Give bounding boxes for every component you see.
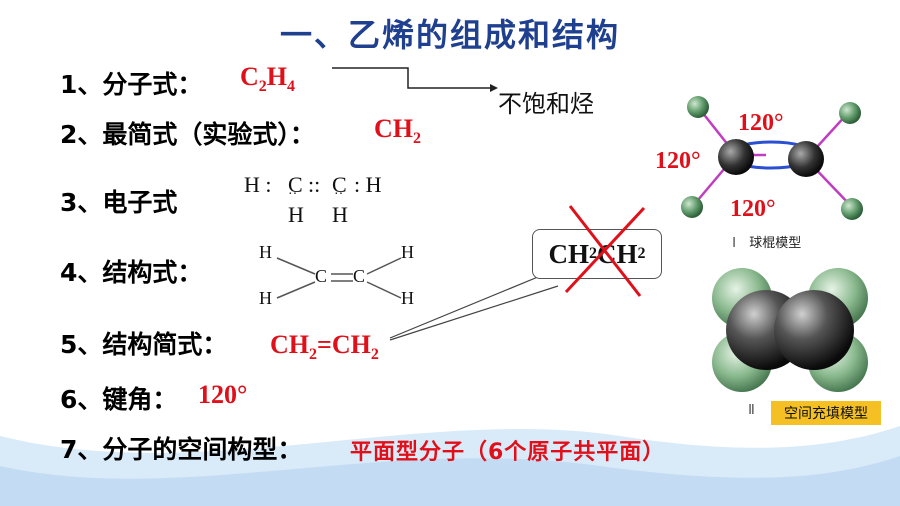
item-7-label: 7、分子的空间构型： bbox=[60, 435, 303, 464]
molecular-shape: 平面型分子（6个原子共平面） bbox=[350, 440, 666, 465]
electron-c1: C bbox=[288, 172, 303, 197]
item-4-label: 4、结构式： bbox=[60, 258, 203, 287]
electron-dots-2: ·· bbox=[334, 187, 344, 202]
model-angle-bottom: 120° bbox=[730, 196, 776, 222]
electron-formula: H : C :: C : H ·· ·· H H bbox=[244, 172, 404, 230]
item-3-label: 3、电子式 bbox=[60, 188, 178, 217]
electron-h-right: : H bbox=[354, 172, 382, 197]
slide-title: 一、乙烯的组成和结构 bbox=[279, 16, 620, 54]
electron-h-left: H : bbox=[244, 172, 272, 197]
unsaturated-note: 不饱和烃 bbox=[498, 90, 594, 118]
ball-stick-caption: Ⅰ 球棍模型 bbox=[732, 232, 801, 252]
struct-h3: H bbox=[401, 242, 414, 262]
caption-roman-1: Ⅰ bbox=[732, 236, 737, 251]
item-5-label: 5、结构简式： bbox=[60, 330, 228, 359]
molecular-formula: C2H4 bbox=[240, 62, 296, 96]
unsaturated-arrow bbox=[332, 67, 498, 92]
electron-h-below-2: H bbox=[332, 202, 348, 227]
electron-dots-1: ·· bbox=[288, 187, 298, 202]
item-1-label: 1、分子式： bbox=[60, 70, 203, 99]
space-filling-model bbox=[712, 268, 868, 392]
model-angle-left: 120° bbox=[655, 148, 701, 174]
bond-angle-value: 120° bbox=[198, 380, 248, 409]
struct-h4: H bbox=[401, 288, 414, 308]
condensed-formula: CH2=CH2 bbox=[270, 330, 379, 364]
cross-mark-icon bbox=[564, 205, 646, 297]
struct-h2: H bbox=[259, 288, 272, 308]
simplest-formula: CH2 bbox=[374, 114, 421, 148]
caption-text-1: 球棍模型 bbox=[749, 236, 802, 251]
structural-formula: H H C C H H bbox=[255, 240, 425, 310]
ball-stick-model bbox=[681, 96, 863, 220]
electron-double-pair: :: bbox=[308, 172, 321, 197]
item-6-label: 6、键角： bbox=[60, 385, 178, 414]
struct-c1: C bbox=[315, 266, 328, 286]
pointer-lines bbox=[389, 271, 559, 341]
electron-h-below-1: H bbox=[288, 202, 304, 227]
background-wave bbox=[0, 426, 900, 506]
struct-c2: C bbox=[353, 266, 366, 286]
electron-c2: C bbox=[332, 172, 347, 197]
caption-roman-2: Ⅱ bbox=[748, 403, 755, 418]
structural-bonds bbox=[276, 257, 402, 299]
model-angle-top: 120° bbox=[738, 110, 784, 136]
struct-h1: H bbox=[259, 242, 272, 262]
space-filling-caption: 空间充填模型 bbox=[771, 401, 881, 425]
item-2-label: 2、最简式（实验式）： bbox=[60, 120, 315, 149]
